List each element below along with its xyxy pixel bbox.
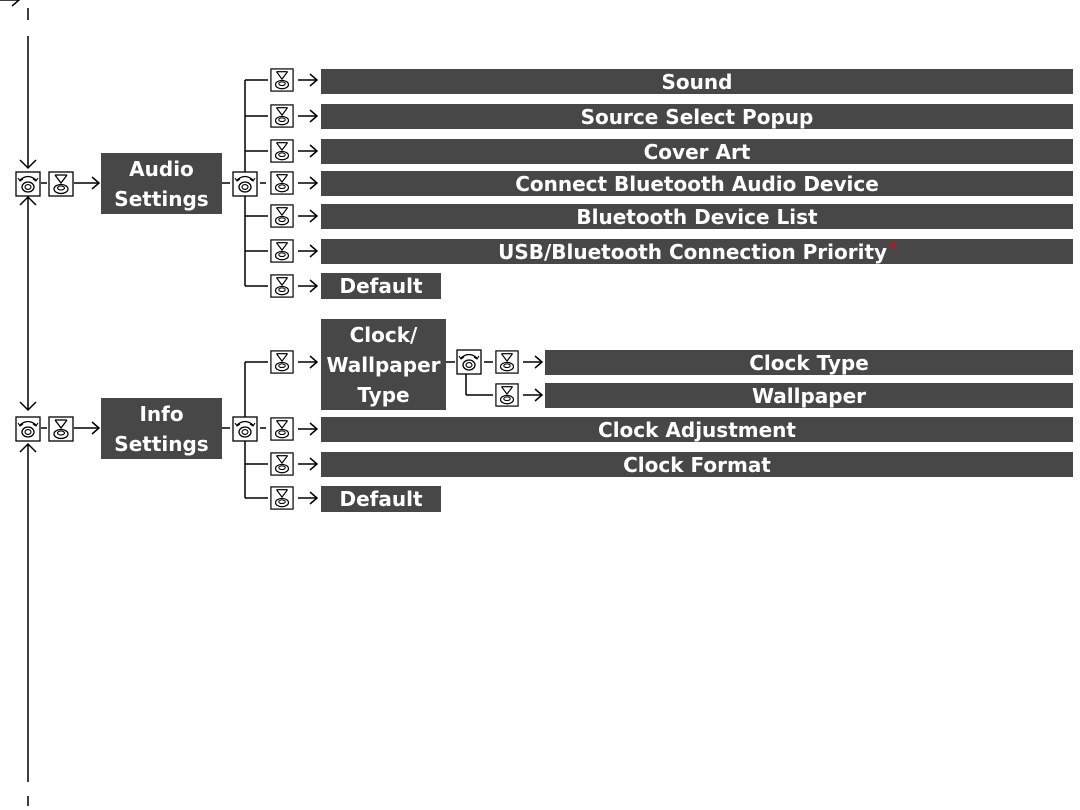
press-selector-icon	[269, 417, 295, 441]
menu-item-clock-type[interactable]: Clock Type	[545, 350, 1073, 375]
press-selector-icon	[269, 486, 295, 510]
press-selector-icon	[48, 416, 74, 442]
press-selector-icon	[269, 274, 295, 298]
info-settings-box[interactable]: Info Settings	[101, 398, 222, 459]
press-selector-icon	[269, 104, 295, 128]
menu-item-clock-format[interactable]: Clock Format	[321, 452, 1073, 477]
audio-settings-title-line2: Settings	[114, 186, 209, 211]
press-selector-icon	[269, 68, 295, 92]
menu-item-audio-default[interactable]: Default	[321, 273, 441, 299]
menu-item-bluetooth-device-list[interactable]: Bluetooth Device List	[321, 204, 1073, 229]
menu-item-info-default[interactable]: Default	[321, 486, 441, 512]
press-selector-icon	[494, 350, 520, 374]
clock-wallpaper-type-box[interactable]: Clock/ Wallpaper Type	[321, 319, 446, 410]
menu-item-sound[interactable]: Sound	[321, 69, 1073, 94]
menu-item-usb-bluetooth-connection-priority[interactable]: USB/Bluetooth Connection Priority*	[321, 239, 1073, 264]
clock-wallpaper-line1: Clock/	[349, 322, 418, 347]
rotate-selector-icon	[455, 349, 483, 375]
menu-item-wallpaper[interactable]: Wallpaper	[545, 383, 1073, 408]
menu-item-connect-bluetooth-audio-device[interactable]: Connect Bluetooth Audio Device	[321, 171, 1073, 196]
info-settings-title-line2: Settings	[114, 431, 209, 456]
audio-settings-title-line1: Audio	[129, 156, 194, 181]
press-selector-icon	[269, 139, 295, 163]
menu-item-label: USB/Bluetooth Connection Priority	[498, 239, 888, 264]
menu-item-source-select-popup[interactable]: Source Select Popup	[321, 104, 1073, 129]
press-selector-icon	[269, 171, 295, 195]
rotate-selector-icon	[231, 171, 259, 197]
rotate-selector-icon	[231, 416, 259, 442]
press-selector-icon	[494, 383, 520, 407]
footnote-asterisk: *	[889, 241, 896, 256]
audio-settings-box[interactable]: Audio Settings	[101, 153, 222, 214]
press-selector-icon	[269, 204, 295, 228]
clock-wallpaper-line3: Type	[357, 382, 410, 407]
clock-wallpaper-line2: Wallpaper	[326, 352, 441, 377]
press-selector-icon	[48, 171, 74, 197]
press-selector-icon	[269, 350, 295, 374]
menu-item-clock-adjustment[interactable]: Clock Adjustment	[321, 417, 1073, 442]
press-selector-icon	[269, 239, 295, 263]
menu-item-cover-art[interactable]: Cover Art	[321, 139, 1073, 164]
rotate-selector-icon	[15, 171, 41, 197]
press-selector-icon	[269, 452, 295, 476]
info-settings-title-line1: Info	[139, 401, 184, 426]
rotate-selector-icon	[15, 416, 41, 442]
